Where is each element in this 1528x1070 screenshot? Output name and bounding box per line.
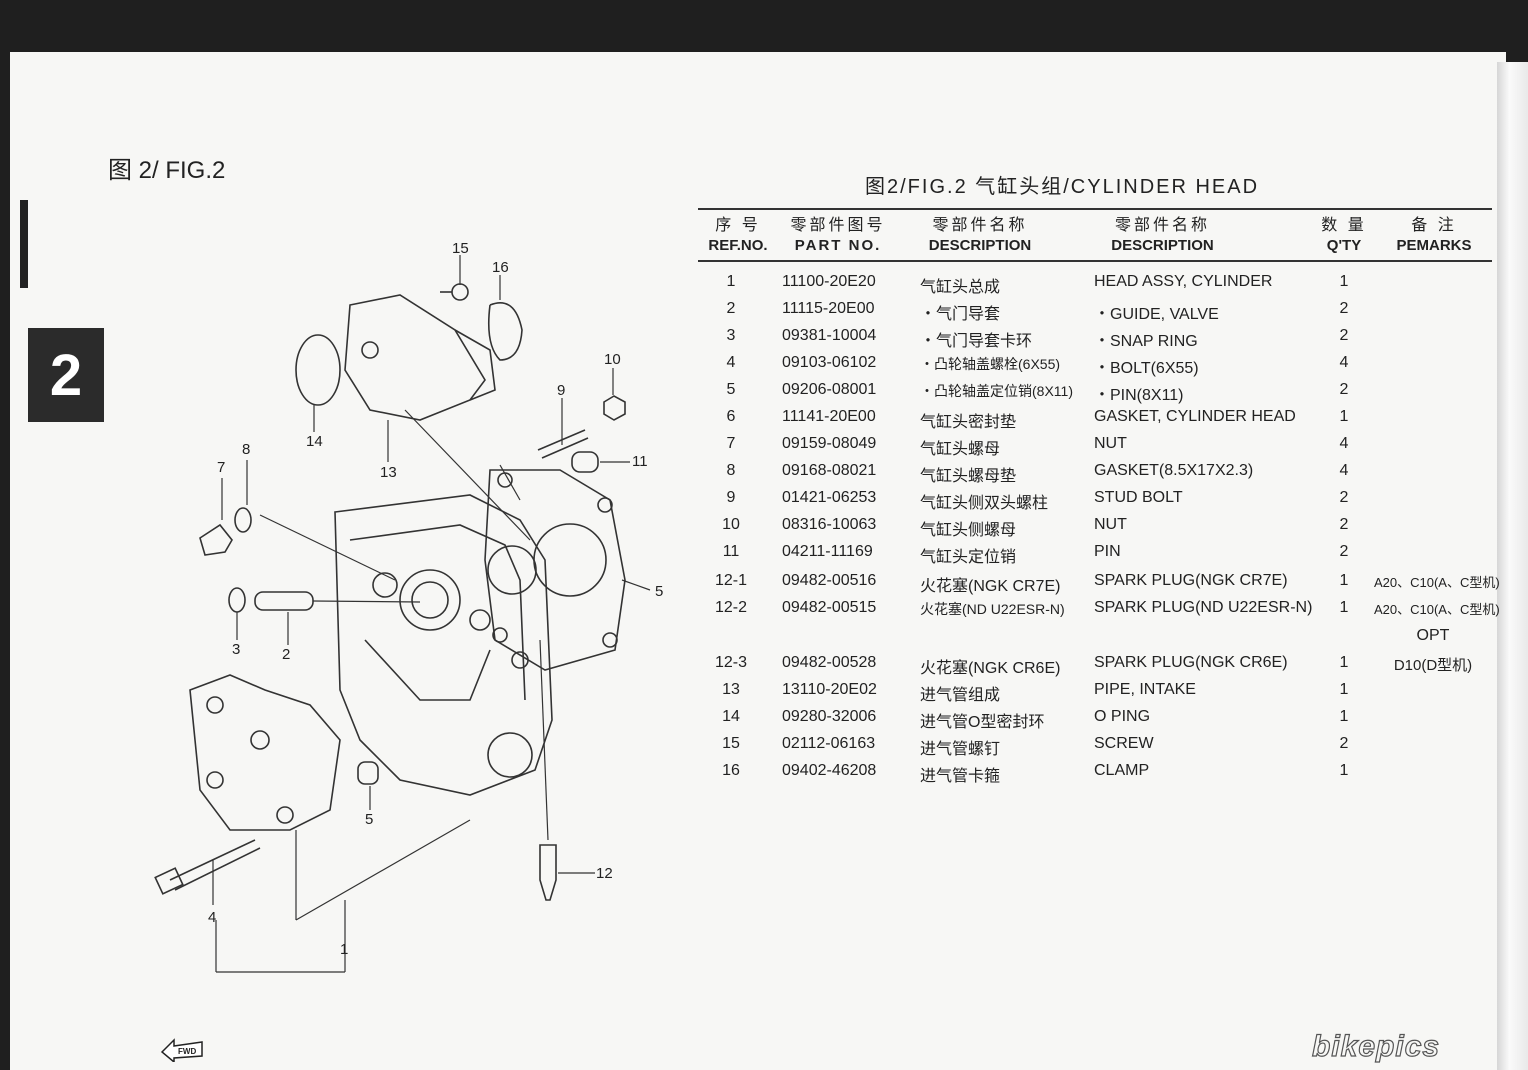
callout-16: 16 bbox=[492, 259, 509, 276]
pin-11 bbox=[571, 451, 599, 473]
clamp bbox=[487, 302, 523, 361]
figure-title: 图2/FIG.2 气缸头组/CYLINDER HEAD bbox=[865, 176, 1260, 198]
head-gasket bbox=[484, 469, 626, 671]
callout-14: 14 bbox=[306, 433, 323, 450]
camshaft-cover bbox=[189, 674, 341, 831]
forward-arrow-icon: FWD bbox=[160, 1038, 203, 1062]
pin-5 bbox=[357, 761, 379, 785]
nut-10 bbox=[603, 395, 626, 421]
callout-5: 5 bbox=[655, 583, 663, 600]
callout-12: 12 bbox=[596, 865, 613, 882]
valve-guide bbox=[254, 591, 314, 611]
table-top-rule bbox=[698, 208, 1492, 210]
snap-ring bbox=[228, 587, 246, 613]
callout-5b: 5 bbox=[365, 811, 373, 828]
page-gutter bbox=[1497, 62, 1528, 1070]
table-header-rule bbox=[698, 260, 1492, 262]
callout-8: 8 bbox=[242, 441, 250, 458]
callout-10: 10 bbox=[604, 351, 621, 368]
figure-label: 图 2/ FIG.2 bbox=[108, 157, 226, 184]
callout-11: 11 bbox=[632, 453, 648, 470]
cylinder-head-body bbox=[334, 494, 553, 796]
callout-9: 9 bbox=[557, 382, 565, 399]
spark-plug bbox=[539, 844, 557, 901]
o-ring bbox=[295, 334, 341, 406]
callout-2: 2 bbox=[282, 646, 290, 663]
table-row: OPT bbox=[1416, 627, 1450, 644]
washer-8 bbox=[234, 507, 252, 533]
exploded-parts-diagram: 15 16 10 9 11 14 13 7 8 3 2 5 5 12 4 1 bbox=[154, 240, 663, 973]
catalog-page bbox=[10, 52, 1506, 1070]
callout-4: 4 bbox=[208, 909, 216, 926]
callout-13: 13 bbox=[380, 464, 397, 481]
screw bbox=[451, 283, 469, 301]
chapter-tab: 2 bbox=[28, 328, 104, 422]
callout-7: 7 bbox=[217, 459, 225, 476]
callout-15: 15 bbox=[452, 240, 469, 257]
section-marker bbox=[20, 200, 28, 288]
callout-3: 3 bbox=[232, 641, 240, 658]
svg-text:FWD: FWD bbox=[178, 1047, 196, 1056]
callout-1: 1 bbox=[340, 941, 348, 958]
nut-7 bbox=[199, 523, 233, 556]
watermark-logo: bikepics bbox=[1311, 1029, 1441, 1063]
